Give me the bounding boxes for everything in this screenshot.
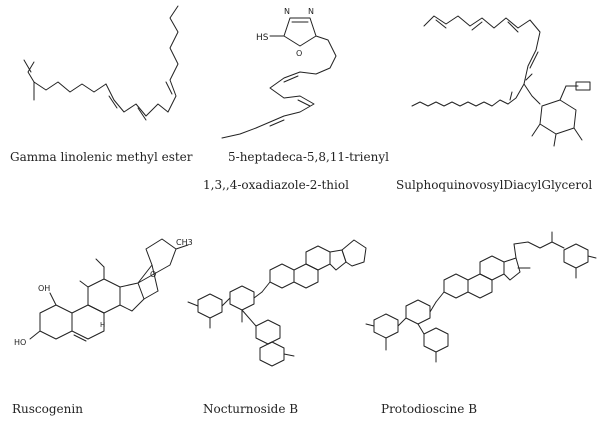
protodioscine-b-label: Protodioscine B <box>381 402 478 416</box>
atom-oh: OH <box>38 284 50 293</box>
atom-o: O <box>150 270 156 279</box>
atom-h: H <box>100 321 105 329</box>
atom-ch3: CH3 <box>176 238 193 247</box>
atom-hs: HS <box>256 33 269 43</box>
structure-oxadiazole-thiol: HS N N O <box>200 0 400 150</box>
oxadiazole-label-line2: 1,3,,4-oxadiazole-2-thiol <box>203 178 349 192</box>
structure-sqdg <box>400 0 600 165</box>
atom-o: O <box>296 49 302 58</box>
oxadiazole-label-line1: 5-heptadeca-5,8,11-trienyl <box>228 150 389 164</box>
structure-ruscogenin: CH3 HO OH O H <box>0 235 200 375</box>
nocturnoside-b-label: Nocturnoside B <box>203 402 299 416</box>
atom-n1: N <box>284 7 290 16</box>
structure-gamma-linolenic <box>0 0 200 150</box>
atom-ho: HO <box>14 338 26 347</box>
atom-n2: N <box>308 7 314 16</box>
ruscogenin-label: Ruscogenin <box>12 402 83 416</box>
structure-protodioscine-b <box>360 228 600 383</box>
gamma-linolenic-label: Gamma linolenic methyl ester <box>10 150 193 164</box>
structure-nocturnoside-b <box>170 230 370 385</box>
sqdg-label: SulphoquinovosylDiacylGlycerol <box>396 178 593 192</box>
